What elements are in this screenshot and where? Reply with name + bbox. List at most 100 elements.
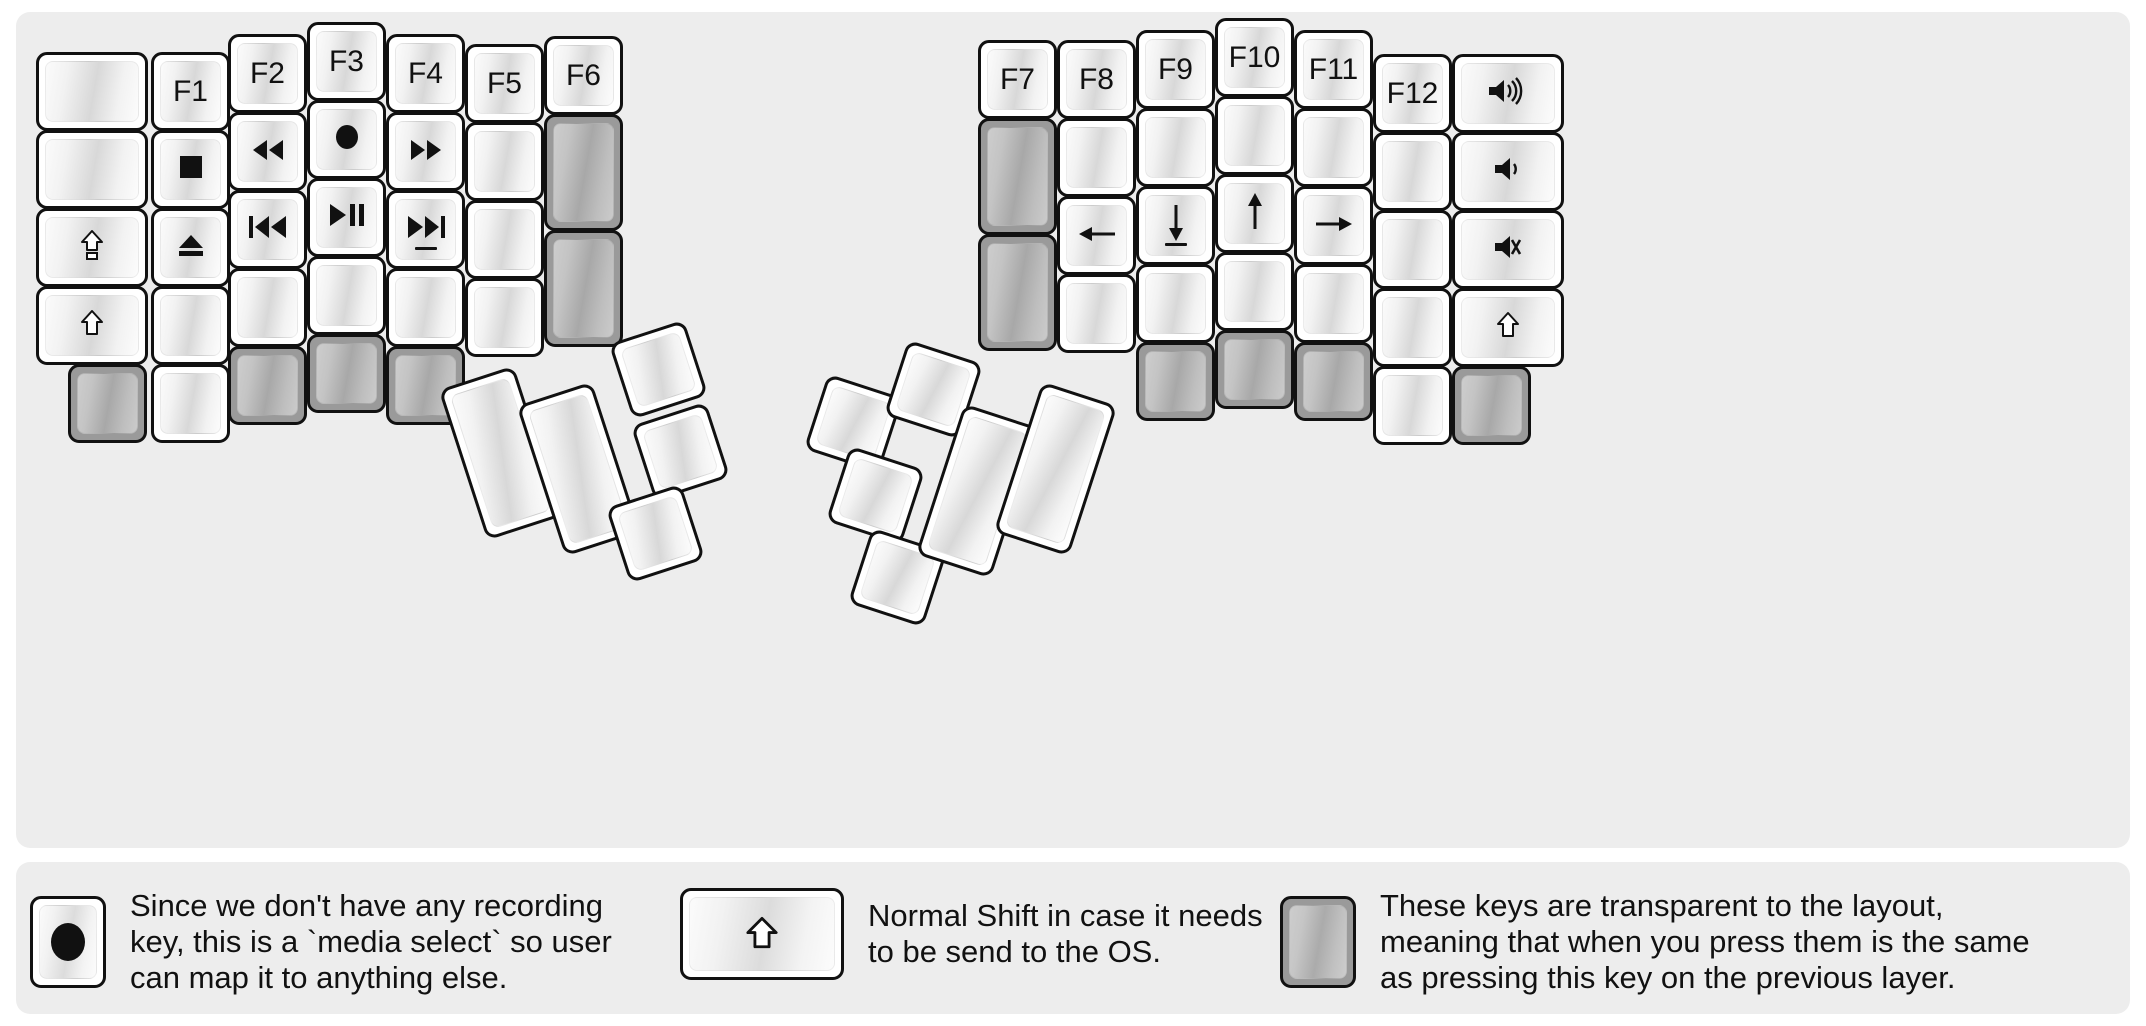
key-label: F9	[1157, 52, 1193, 86]
left-col-pinky-outer-r4[interactable]	[36, 286, 148, 365]
left-col-pinky-r4[interactable]	[151, 286, 230, 365]
volume-mute-icon	[1493, 233, 1523, 266]
key-label: F12	[1386, 76, 1439, 110]
key-label: F7	[999, 62, 1035, 96]
right-col-index-r4[interactable]	[1136, 264, 1215, 343]
right-col-pinky-r2[interactable]	[1373, 132, 1452, 211]
left-col-middle-r4[interactable]	[307, 256, 386, 335]
media-eject-icon	[176, 232, 206, 263]
key-label: F11	[1308, 52, 1359, 86]
left-col-ring-r2[interactable]	[228, 112, 307, 191]
right-col-index-r2[interactable]	[1136, 108, 1215, 187]
thumb-l-s-2[interactable]	[630, 401, 731, 502]
left-col-index-r2[interactable]	[386, 112, 465, 191]
left-col-pinky-outer-r3[interactable]	[36, 208, 148, 287]
left-col-middle-r1[interactable]: F3	[307, 22, 386, 101]
left-col-pinky-outer-r5[interactable]	[68, 364, 147, 443]
home-row-indicator	[414, 247, 437, 250]
right-col-extra-r3[interactable]	[978, 234, 1057, 351]
left-col-index-r5[interactable]	[386, 346, 465, 425]
left-col-inner-r1[interactable]: F5	[465, 44, 544, 123]
right-col-ring-r1[interactable]: F11	[1294, 30, 1373, 109]
left-col-inner-r3[interactable]	[465, 200, 544, 279]
record-dot-icon	[51, 922, 85, 961]
legend-key-shift	[680, 888, 844, 980]
right-col-inner-r1[interactable]: F8	[1057, 40, 1136, 119]
right-col-middle-r2[interactable]	[1215, 96, 1294, 175]
key-label: F6	[565, 58, 601, 92]
left-col-middle-r5[interactable]	[307, 334, 386, 413]
right-col-index-r5[interactable]	[1136, 342, 1215, 421]
right-col-extra-r2[interactable]	[978, 118, 1057, 235]
right-col-pinky-outer-r4[interactable]	[1452, 288, 1564, 367]
left-col-pinky-r1[interactable]: F1	[151, 52, 230, 131]
shift-arrow-icon	[1495, 311, 1521, 344]
right-col-pinky-r4[interactable]	[1373, 288, 1452, 367]
right-col-ring-r5[interactable]	[1294, 342, 1373, 421]
left-col-inner-r2[interactable]	[465, 122, 544, 201]
arrow-right-icon	[1314, 212, 1354, 240]
fast-forward-icon	[409, 138, 443, 166]
left-col-extra-r2[interactable]	[544, 114, 623, 231]
right-col-inner-r4[interactable]	[1057, 274, 1136, 353]
key-label: F1	[172, 74, 208, 108]
left-col-ring-r1[interactable]: F2	[228, 34, 307, 113]
prev-track-icon	[248, 215, 288, 244]
legend-text-transparent: These keys are transparent to the layout…	[1380, 888, 2030, 995]
right-col-middle-r4[interactable]	[1215, 252, 1294, 331]
legend-text-record: Since we don't have any recording key, t…	[130, 888, 612, 995]
left-col-pinky-outer-r1[interactable]	[36, 52, 148, 131]
left-col-index-r3[interactable]	[386, 190, 465, 269]
right-col-pinky-r3[interactable]	[1373, 210, 1452, 289]
rewind-icon	[251, 138, 285, 166]
right-col-index-r1[interactable]: F9	[1136, 30, 1215, 109]
legend-key-transparent	[1280, 895, 1356, 988]
left-col-pinky-r2[interactable]	[151, 130, 230, 209]
left-col-ring-r5[interactable]	[228, 346, 307, 425]
right-col-inner-r2[interactable]	[1057, 118, 1136, 197]
key-label: F8	[1078, 62, 1114, 96]
left-col-pinky-r3[interactable]	[151, 208, 230, 287]
arrow-left-icon	[1077, 222, 1117, 250]
left-col-ring-r4[interactable]	[228, 268, 307, 347]
right-col-pinky-r1[interactable]: F12	[1373, 54, 1452, 133]
right-col-ring-r2[interactable]	[1294, 108, 1373, 187]
shift-arrow-icon	[746, 917, 778, 949]
left-col-pinky-outer-r2[interactable]	[36, 130, 148, 209]
right-col-pinky-outer-r3[interactable]	[1452, 210, 1564, 289]
caps-lock-arrow-icon	[79, 229, 105, 266]
thumb-l-s-1[interactable]	[608, 319, 709, 420]
play-pause-icon	[328, 203, 366, 232]
right-col-inner-r3[interactable]	[1057, 196, 1136, 275]
key-label: F5	[486, 66, 522, 100]
right-col-middle-r3[interactable]	[1215, 174, 1294, 253]
right-col-pinky-r5[interactable]	[1373, 366, 1452, 445]
left-col-inner-r4[interactable]	[465, 278, 544, 357]
right-col-pinky-outer-r2[interactable]	[1452, 132, 1564, 211]
right-col-extra-r1[interactable]: F7	[978, 40, 1057, 119]
left-col-middle-r3[interactable]	[307, 178, 386, 257]
media-stop-icon	[178, 154, 204, 185]
legend-text-shift: Normal Shift in case it needs to be send…	[868, 898, 1263, 969]
right-col-ring-r3[interactable]	[1294, 186, 1373, 265]
key-label: F2	[249, 56, 285, 90]
arrow-up-icon	[1244, 191, 1266, 236]
right-col-middle-r5[interactable]	[1215, 330, 1294, 409]
left-col-index-r1[interactable]: F4	[386, 34, 465, 113]
left-col-extra-r3[interactable]	[544, 230, 623, 347]
right-col-pinky-outer-r1[interactable]	[1452, 54, 1564, 133]
right-col-middle-r1[interactable]: F10	[1215, 18, 1294, 97]
right-col-index-r3[interactable]	[1136, 186, 1215, 265]
right-col-ring-r4[interactable]	[1294, 264, 1373, 343]
left-col-ring-r3[interactable]	[228, 190, 307, 269]
right-col-pinky-outer-r5[interactable]	[1452, 366, 1531, 445]
left-col-index-r4[interactable]	[386, 268, 465, 347]
shift-arrow-icon	[79, 309, 105, 342]
left-col-pinky-r5[interactable]	[151, 364, 230, 443]
left-col-middle-r2[interactable]	[307, 100, 386, 179]
legend-key-record	[30, 895, 106, 988]
volume-up-icon	[1487, 77, 1529, 110]
left-col-extra-r1[interactable]: F6	[544, 36, 623, 115]
